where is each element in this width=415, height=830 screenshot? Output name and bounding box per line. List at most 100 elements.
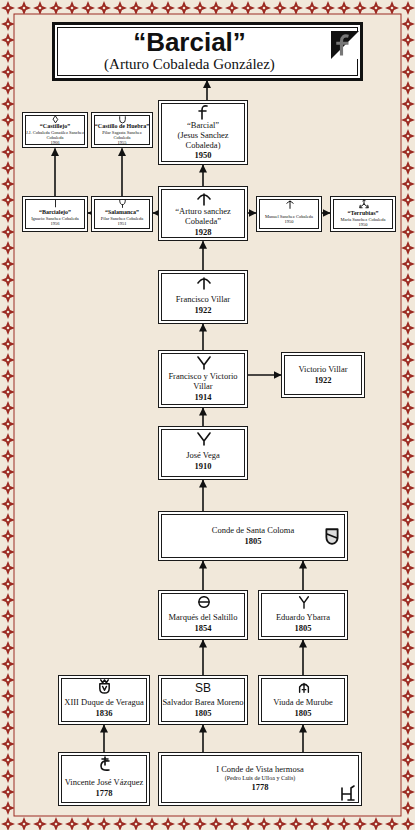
node-title: I Conde de Vista hermosa: [216, 765, 304, 775]
brand-mark: [97, 679, 112, 694]
node-detail: Pilar Sagasta Sanchez Cobaleda: [94, 130, 150, 140]
node-title: José Vega: [186, 451, 220, 461]
node-detail: (Arturo Cobaleda González): [104, 56, 275, 73]
lineage-arrow: [103, 725, 105, 752]
node-detail: 1956: [51, 221, 60, 226]
ganaderia-box: “Barcialejo”Ignacio Sanchez Cobaleda1956: [22, 196, 88, 232]
node-detail: Salvador Barea Moreno: [162, 698, 243, 708]
lineage-arrow: [202, 640, 204, 675]
inner-ground: [14, 14, 401, 816]
ganaderia-box: SB Salvador Barea Moreno1805: [158, 675, 248, 725]
lineage-arrow: [202, 324, 204, 350]
node-detail: 1914: [195, 393, 212, 403]
lineage-arrow: [322, 212, 330, 214]
node-title: “Arturo sanchez Cobaleda”: [162, 207, 244, 227]
node-detail: 1805: [295, 624, 312, 634]
node-detail: 1922: [195, 306, 212, 316]
node-detail: (Jesus Sanchez Cobaleda): [162, 131, 244, 151]
ganaderia-box: “Castillejo”J.J. Cobaleda González Sanch…: [22, 112, 88, 148]
lineage-arrow: [202, 241, 204, 270]
node-detail: 1910: [195, 462, 212, 472]
node-detail: Pilar Sanchez Cobaleda: [101, 216, 144, 221]
node-title: Manuel Sanchez Cobaleda: [265, 214, 313, 219]
ganaderia-box: I Conde de Vista hermosa(Pedro Luis de U…: [158, 752, 362, 806]
node-detail: 1950: [195, 151, 212, 161]
node-title: “Barcial”: [133, 29, 246, 56]
lineage-arrow: [248, 374, 281, 376]
node-detail: 1836: [96, 709, 113, 719]
node-title: Conde de Santa Coloma: [212, 526, 294, 536]
ganaderia-box: Conde de Santa Coloma1805: [158, 511, 348, 561]
node-detail: 1778: [252, 783, 269, 793]
node-title: XIII Duque de Veragua: [64, 698, 143, 708]
brand-mark: [51, 199, 60, 208]
node-title: Francisco y Victorio Villar: [162, 372, 244, 392]
node-detail: María Sanchez Cobaleda: [341, 217, 386, 222]
node-title: “Castillejo”: [40, 123, 70, 130]
node-title: Marqués del Saltillo: [169, 613, 238, 623]
ganaderia-box: Manuel Sanchez Cobaleda1950: [256, 196, 322, 232]
brand-mark: [196, 274, 212, 290]
lineage-arrow: [121, 148, 123, 196]
lineage-arrow: [302, 725, 304, 752]
lineage-arrow: [302, 640, 304, 675]
lineage-arrow: [202, 725, 204, 752]
node-title: Vincente José Vázquez: [65, 778, 144, 788]
brand-mark: [196, 104, 212, 120]
ganaderia-box: Francisco y Victorio Villar1914: [158, 350, 248, 408]
node-detail: (Pedro Luis de Ulloa y Calis): [225, 775, 296, 782]
ganaderia-box: “Castillo de Huebra”Pilar Sagasta Sanche…: [91, 112, 153, 148]
brand-mark: [339, 785, 355, 801]
brand-mark: [97, 756, 113, 772]
node-title: “Barcial”: [187, 121, 219, 131]
brand-mark: [323, 527, 341, 545]
lineage-arrow: [202, 480, 204, 511]
brand-mark: [118, 199, 127, 208]
node-title: Victorio Villar: [298, 365, 347, 375]
node-title: Francisco Villar: [176, 295, 230, 305]
brand-mark: [285, 199, 295, 209]
brand-mark: [297, 680, 311, 694]
node-detail: 1955: [118, 140, 127, 145]
ganaderia-box: José Vega1910: [158, 426, 248, 480]
node-title: SB: [195, 682, 211, 696]
lineage-arrow: [54, 148, 56, 196]
brand-mark: [359, 199, 369, 209]
ganaderia-box: Viuda de Murube1805: [258, 675, 348, 725]
ganaderia-box: Victorio Villar1922: [281, 352, 365, 398]
ganaderia-box: Eduardo Ybarra1805: [258, 590, 348, 640]
lineage-arrow: [248, 212, 256, 214]
brand-mark: [197, 595, 211, 609]
node-title: “Barcialejo”: [39, 209, 71, 216]
title-box: “Barcial”(Arturo Cobaleda González): [52, 22, 363, 81]
node-title: Viuda de Murube: [273, 698, 332, 708]
brand-mark: [118, 115, 127, 124]
ganaderia-box: “Arturo sanchez Cobaleda”1928: [158, 186, 248, 241]
node-detail: 1805: [195, 709, 212, 719]
lineage-arrow: [202, 561, 204, 590]
brand-mark: [196, 430, 212, 446]
brand-mark: [51, 115, 60, 124]
node-detail: 1805: [295, 709, 312, 719]
lineage-arrow: [206, 81, 208, 100]
node-detail: 1778: [96, 789, 113, 799]
node-detail: J.J. Cobaleda González Sanchez Cobaleda: [25, 130, 85, 140]
ganaderia-box: “Salamanca”Pilar Sanchez Cobaleda1951: [91, 196, 153, 232]
node-title: “Castillo de Huebra”: [95, 123, 149, 130]
ganaderia-box: Marqués del Saltillo1854: [158, 590, 248, 640]
node-detail: 1854: [195, 624, 212, 634]
node-detail: Ignacio Sanchez Cobaleda: [31, 216, 79, 221]
node-detail: 1922: [315, 376, 332, 386]
node-title: Eduardo Ybarra: [276, 613, 330, 623]
ganaderia-box: XIII Duque de Veragua1836: [58, 675, 150, 725]
lineage-arrow: [202, 165, 204, 186]
ganaderia-box: “Barcial”(Jesus Sanchez Cobaleda)1950: [158, 100, 248, 165]
ganaderia-box: “Terrubias”María Sanchez Cobaleda1950: [330, 196, 396, 232]
node-detail: 1950: [359, 222, 368, 227]
brand-mark: [331, 31, 359, 59]
lineage-arrow: [302, 561, 304, 590]
node-detail: 1805: [245, 537, 262, 547]
node-detail: 1966: [51, 140, 60, 145]
brand-mark: [196, 354, 212, 370]
